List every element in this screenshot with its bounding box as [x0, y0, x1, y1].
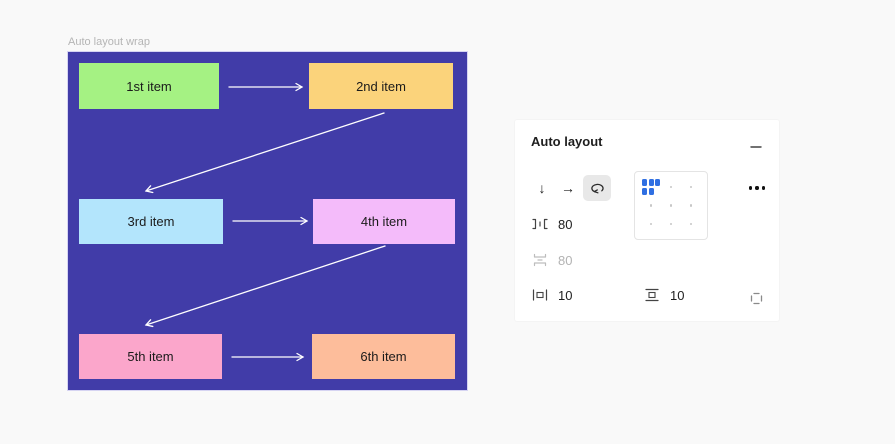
- alignment-grid[interactable]: [634, 171, 708, 240]
- individual-padding-button[interactable]: [746, 289, 766, 307]
- minus-icon: [750, 146, 762, 148]
- canvas-item-5[interactable]: 5th item: [79, 334, 222, 379]
- direction-down-button[interactable]: ↓: [531, 175, 553, 201]
- canvas-item-1[interactable]: 1st item: [79, 63, 219, 109]
- auto-layout-frame[interactable]: 1st item 2nd item 3rd item 4th item 5th …: [68, 52, 467, 390]
- vertical-gap-value[interactable]: 80: [558, 252, 573, 268]
- panel-title: Auto layout: [531, 134, 603, 149]
- wrap-button-selected[interactable]: [583, 175, 611, 201]
- alignment-cell[interactable]: [649, 222, 653, 226]
- direction-controls: ↓ →: [531, 175, 611, 201]
- item-spacing-field[interactable]: 80: [531, 216, 572, 232]
- wrap-preview-blocks[interactable]: [642, 179, 660, 195]
- vertical-gap-field[interactable]: 80: [531, 252, 572, 268]
- more-options-button[interactable]: [742, 175, 772, 201]
- horizontal-padding-field[interactable]: 10: [531, 287, 572, 303]
- frame-label[interactable]: Auto layout wrap: [68, 36, 150, 48]
- flow-arrows: [144, 82, 386, 362]
- horizontal-gap-icon: [531, 216, 549, 232]
- canvas-item-3[interactable]: 3rd item: [79, 199, 223, 244]
- alignment-cell[interactable]: [649, 204, 653, 207]
- vertical-padding-icon: [643, 287, 661, 303]
- horizontal-padding-icon: [531, 287, 549, 303]
- canvas-item-4[interactable]: 4th item: [313, 199, 455, 244]
- canvas-item-6[interactable]: 6th item: [312, 334, 455, 379]
- alignment-cell[interactable]: [669, 222, 673, 226]
- canvas-item-2[interactable]: 2nd item: [309, 63, 453, 109]
- alignment-cell[interactable]: [689, 204, 693, 207]
- arrow-right-icon: →: [561, 180, 575, 196]
- vertical-gap-icon: [531, 252, 549, 268]
- vertical-padding-value[interactable]: 10: [670, 287, 685, 303]
- alignment-cell[interactable]: [689, 222, 693, 226]
- ellipsis-icon: [748, 186, 753, 190]
- individual-padding-icon: [750, 292, 762, 304]
- alignment-cell[interactable]: [669, 204, 673, 207]
- alignment-cell[interactable]: [669, 185, 673, 189]
- horizontal-padding-value[interactable]: 10: [558, 287, 573, 303]
- alignment-cell[interactable]: [689, 185, 693, 189]
- direction-right-button[interactable]: →: [557, 175, 579, 201]
- item-spacing-value[interactable]: 80: [558, 216, 573, 232]
- arrow-down-icon: ↓: [538, 180, 546, 196]
- remove-auto-layout-button[interactable]: [744, 137, 768, 157]
- vertical-padding-field[interactable]: 10: [643, 287, 684, 303]
- auto-layout-panel: Auto layout ↓ →: [515, 120, 779, 321]
- wrap-arrow-icon: [591, 183, 604, 194]
